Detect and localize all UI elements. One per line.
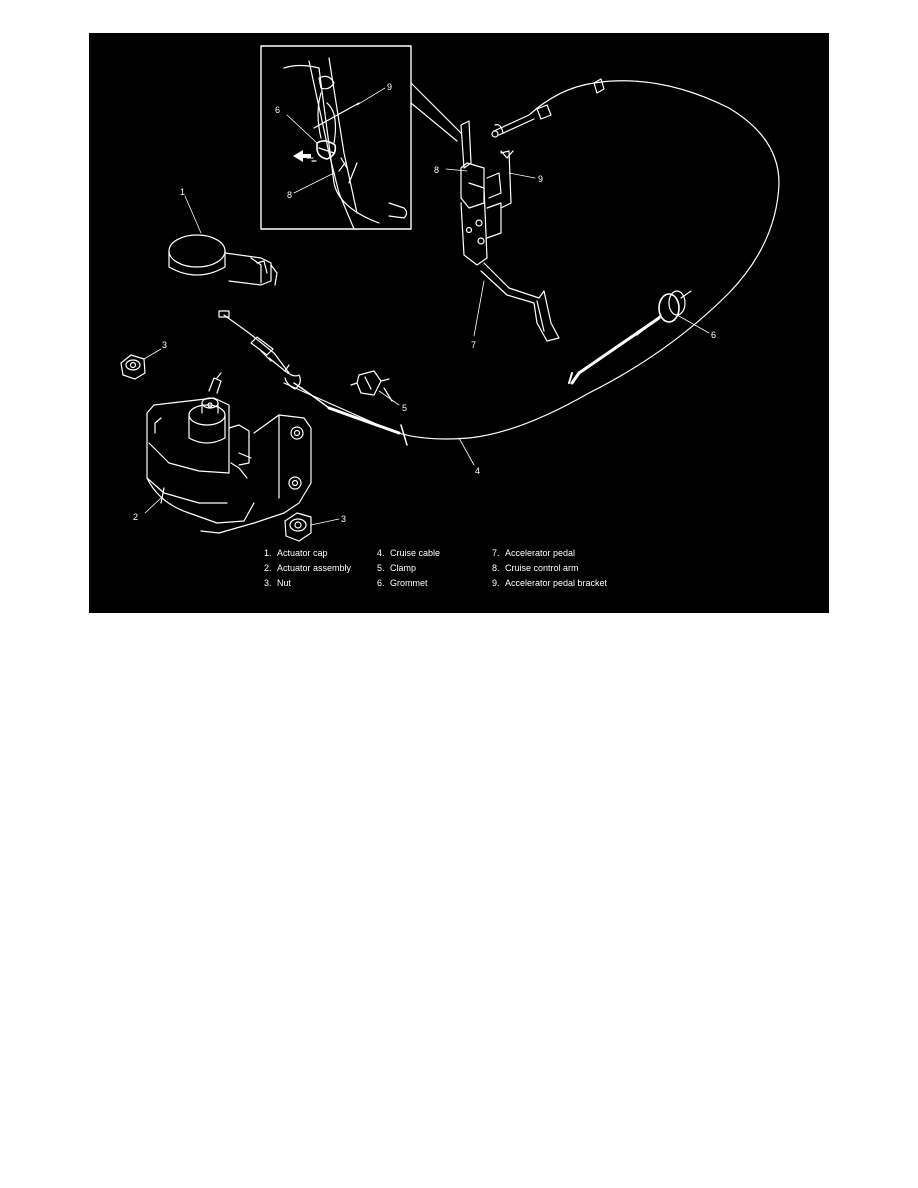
cruise-cable-diagram: 6 9 8 8 9 1 7 6 3 5 4 2 3 — [120, 45, 780, 542]
legend-number: 8. — [492, 563, 500, 573]
callout-3-top: 3 — [162, 340, 167, 350]
callout-leaders — [143, 87, 710, 526]
legend-number: 2. — [264, 563, 272, 573]
actuator-assembly — [146, 372, 312, 534]
callout-inset-6: 6 — [275, 105, 280, 115]
legend-label: Clamp — [390, 563, 417, 573]
legend-label: Grommet — [390, 578, 428, 588]
legend-item: 3. Nut — [264, 578, 291, 589]
legend-number: 7. — [492, 548, 500, 558]
callout-8: 8 — [434, 165, 439, 175]
legend-number: 4. — [377, 548, 385, 558]
legend-label: Actuator cap — [277, 548, 328, 558]
callout-1: 1 — [180, 187, 185, 197]
callout-3-bottom: 3 — [341, 514, 346, 524]
callout-inset-8: 8 — [287, 190, 292, 200]
legend-label: Cruise cable — [390, 548, 441, 558]
callout-9: 9 — [538, 174, 543, 184]
callout-6: 6 — [711, 330, 716, 340]
legend-label: Accelerator pedal — [505, 548, 576, 558]
cable-end-fitting — [218, 310, 301, 390]
legend-label: Actuator assembly — [277, 563, 352, 573]
inset-detail — [260, 45, 412, 230]
cruise-cable — [283, 78, 780, 446]
legend-item: 2. Actuator assembly — [264, 563, 351, 574]
legend-item: 6. Grommet — [377, 578, 428, 589]
legend-item: 5. Clamp — [377, 563, 416, 574]
callout-5: 5 — [402, 403, 407, 413]
callout-inset-9: 9 — [387, 82, 392, 92]
legend-number: 5. — [377, 563, 385, 573]
direction-arrow-icon — [293, 150, 311, 162]
legend-number: 9. — [492, 578, 500, 588]
legend-item: 1. Actuator cap — [264, 548, 328, 559]
legend-item: 4. Cruise cable — [377, 548, 440, 559]
actuator-cap — [168, 234, 278, 286]
nut-top — [120, 354, 146, 380]
legend-item: 8. Cruise control arm — [492, 563, 579, 574]
callout-4: 4 — [475, 466, 480, 476]
clamp — [350, 370, 393, 402]
nut-bottom — [284, 512, 312, 542]
legend-label: Cruise control arm — [505, 563, 579, 573]
diagram-panel: 6 9 8 8 9 1 7 6 3 5 4 2 3 1. Actuator cap… — [89, 33, 829, 613]
legend-item: 9. Accelerator pedal bracket — [492, 578, 607, 589]
legend-number: 6. — [377, 578, 385, 588]
callout-2: 2 — [133, 512, 138, 522]
legend-number: 1. — [264, 548, 272, 558]
accelerator-pedal-assembly — [460, 120, 560, 342]
legend-label: Accelerator pedal bracket — [505, 578, 608, 588]
legend-item: 7. Accelerator pedal — [492, 548, 575, 559]
legend-label: Nut — [277, 578, 292, 588]
legend-number: 3. — [264, 578, 272, 588]
callout-7: 7 — [471, 340, 476, 350]
parts-legend: 1. Actuator cap 2. Actuator assembly 3. Nut… — [264, 548, 664, 598]
